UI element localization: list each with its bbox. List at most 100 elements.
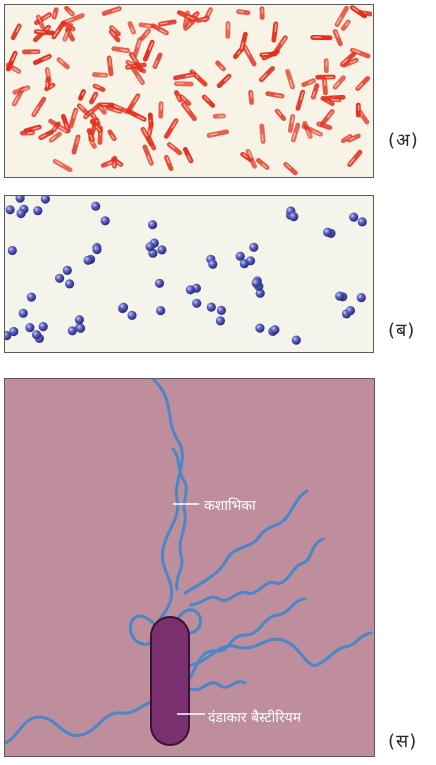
coccus-bacterium-cell [157,245,167,255]
rod-bacterium-cell [92,83,106,92]
coccus-bacteria-illustration [5,196,367,345]
rod-bacterium-cell [174,90,183,103]
rod-bacterium-cell [22,49,41,55]
rod-bacterium-cell [20,130,35,136]
rod-bacterium-cell [255,157,270,170]
rod-bacterium-cell [245,148,257,169]
rod-bacterium-cell [320,95,342,103]
rod-bacterium-cell [132,37,143,59]
coccus-bacterium-cell [9,326,19,337]
coccus-bacterium-cell [154,278,165,288]
rod-bacterium-cell [158,19,177,27]
coccus-bacterium-cell [291,335,301,345]
rod-bacterium-cell [89,119,103,133]
rod-bacterium-cell [174,81,194,87]
caption-b: (ब) [388,320,416,341]
rod-bacterium-cell [111,103,131,115]
coccus-bacterium-cell [33,206,43,216]
caption-a: (अ) [388,130,419,151]
rod-bacterium-cell [287,114,296,133]
rod-bacterium-cell [31,96,47,118]
rod-bacterium-cell [355,102,361,118]
coccus-bacterium-cell [145,242,155,252]
rod-bacterium-cell [97,104,107,115]
rod-bacterium-cell [140,126,154,147]
rod-bacterium-cell [48,118,69,134]
coccus-bacterium-cell [38,322,48,332]
coccus-bacterium-cell [356,293,366,303]
coccus-bacterium-cell [118,302,129,312]
rod-bacterium-cell [265,91,285,99]
coccus-bacterium-cell [26,292,36,302]
rod-bacterium-cell [45,76,51,90]
rod-bacterium-cell [212,113,226,119]
flagellated-bacterium-illustration [5,379,373,746]
rod-bacterium-cell [5,50,18,72]
rod-bacterium-cell [48,131,62,143]
rod-bacterium-cell [92,72,108,78]
flagella-label: कशाभिका [204,498,256,514]
rod-bacterium-cell [302,120,313,139]
rod-bacterium-cell [350,47,371,59]
coccus-bacterium-cell [55,273,65,283]
rod-bacterium-cell [76,103,90,116]
rod-bacterium-cell [182,147,194,164]
coccus-bacterium-cell [357,217,367,227]
flagellum [151,379,184,633]
coccus-bacterium-cell [76,323,86,333]
rod-bacterium-cell [105,105,123,114]
rod-bacterium-cell [201,94,216,108]
coccus-bacterium-cell [239,259,249,269]
flagellum [183,489,309,595]
coccus-bacterium-cell [192,298,202,308]
coccus-bacteria-panel [4,195,374,353]
rod-bacterium-cell [101,6,122,16]
rod-bacterium-cell [274,35,288,54]
rod-bacterium-cell [242,44,257,67]
rod-bacterium-cell [108,29,121,43]
rod-bacterium-cell [285,68,295,90]
flagellum [171,447,188,591]
rod-bacterium-cell [138,22,154,29]
rod-bacterium-cell [346,133,361,143]
rod-bacterium-cell [51,20,66,40]
flagellum [5,699,157,745]
coccus-bacterium-cell [235,251,245,261]
coccus-bacterium-cell [5,205,15,215]
rod-bacterium-cell [310,35,333,41]
coccus-bacterium-cell [31,330,42,340]
rod-bacterium-cell [321,76,328,96]
rod-bacterium-cell [274,108,287,121]
coccus-bacterium-cell [255,288,265,298]
rod-bacterium-cell [176,10,197,22]
coccus-bacterium-cell [7,245,17,256]
rod-bacterium-cell [340,19,351,31]
coccus-bacterium-cell [127,310,137,320]
rod-bacterium-cell [38,129,54,141]
rod-bacterium-cell [68,107,79,129]
rod-bacterium-cell [178,94,192,106]
coccus-bacterium-cell [216,305,226,315]
rod-bacterium-cell [236,9,251,16]
coccus-bacterium-cell [255,323,265,333]
rod-bacterium-cell [315,74,336,80]
flagellum [189,680,247,692]
coccus-bacterium-cell [345,306,355,316]
coccus-bacterium-cell [5,331,12,341]
rod-bacterium-cell [195,15,210,23]
rod-bacterium-cell [127,109,147,122]
coccus-bacterium-cell [18,308,28,318]
coccus-bacterium-cell [148,220,158,230]
rod-bacterium-cell [283,161,298,176]
rod-bacterium-cell [64,5,75,17]
rod-bacterium-label: दंडाकार बैस्टीरियम [208,710,302,726]
rod-bacterium-cell [52,158,73,173]
coccus-bacterium-cell [249,242,259,252]
rod-bacterium-cell [150,23,169,36]
rod-bacterium-cell [56,57,70,70]
rod-bacterium-cell [259,123,266,144]
rod-bacterium-cell [259,6,265,20]
rod-bacterium-cell [290,122,301,143]
flagellum [189,537,325,607]
rod-bacterium-cell [86,128,95,142]
